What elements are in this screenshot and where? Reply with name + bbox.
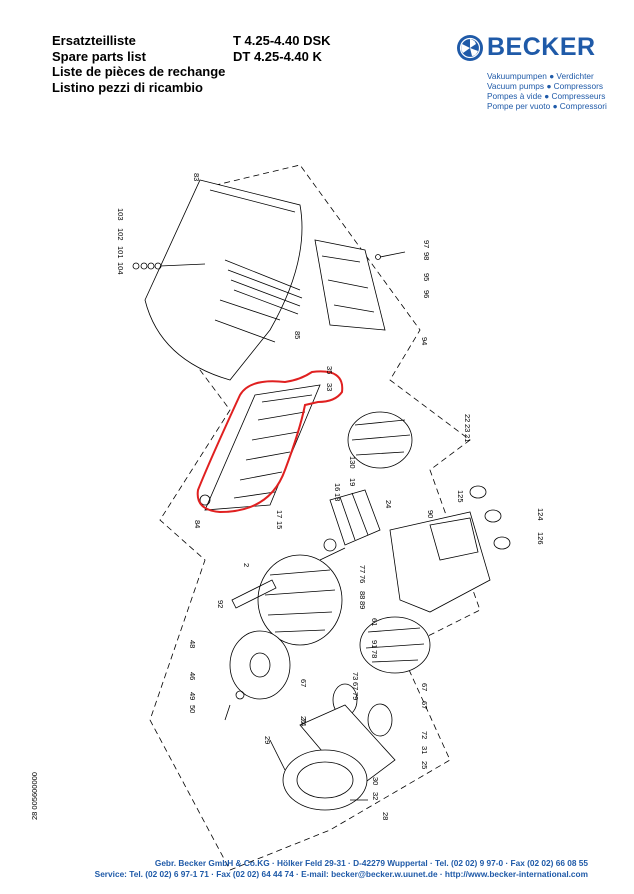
part-number-label: 25 bbox=[420, 761, 429, 769]
part-number-label: 88 bbox=[358, 591, 367, 599]
part-number-label: 31 bbox=[420, 746, 429, 754]
tagline-en: Vacuum pumps ● Compressors bbox=[487, 81, 603, 91]
becker-fan-logo-icon bbox=[457, 35, 483, 61]
part-number-label: 15 bbox=[275, 521, 284, 529]
title-en: Spare parts list bbox=[52, 48, 146, 64]
part-number-label: 2 bbox=[242, 563, 251, 567]
part-number-label: 76 bbox=[358, 575, 367, 583]
part-number-label: 103 bbox=[116, 208, 125, 221]
part-number-label: 25 bbox=[299, 716, 308, 724]
part-number-label: 90 bbox=[426, 510, 435, 518]
part-number-label: 130 bbox=[348, 456, 357, 469]
part-number-label: 67 bbox=[420, 683, 429, 691]
part-number-label: 124 bbox=[536, 508, 545, 521]
part-number-label: 16 bbox=[333, 483, 342, 491]
title-de: Ersatzteilliste bbox=[52, 33, 136, 48]
part-number-label: 92 bbox=[216, 600, 225, 608]
part-number-label: 29 bbox=[263, 736, 272, 744]
part-number-label: 77 bbox=[358, 565, 367, 573]
part-number-label: 73 bbox=[351, 672, 360, 680]
title-fr: Liste de pièces de rechange bbox=[52, 64, 226, 79]
part-number-label: 78 bbox=[370, 650, 379, 658]
footer: Gebr. Becker GmbH & Co.KG · Hölker Feld … bbox=[0, 858, 634, 880]
tagline-fr: Pompes à vide ● Compresseurs bbox=[487, 91, 606, 101]
part-number-label: 94 bbox=[420, 337, 429, 345]
part-number-label: 91 bbox=[370, 640, 379, 648]
part-number-label: 17 bbox=[275, 510, 284, 518]
tagline-de: Vakuumpumpen ● Verdichter bbox=[487, 71, 594, 81]
part-number-label: 21 bbox=[463, 434, 472, 442]
title-it: Listino pezzi di ricambio bbox=[52, 79, 203, 95]
part-number-label: 49 bbox=[188, 692, 197, 700]
part-number-label: 125 bbox=[456, 490, 465, 503]
part-number-label: 33 bbox=[325, 383, 334, 391]
part-number-label: 67 bbox=[420, 701, 429, 709]
model-numbers: T 4.25-4.40 DSK DT 4.25-4.40 K bbox=[233, 33, 331, 64]
part-number-label: 102 bbox=[116, 228, 125, 241]
part-number-label: 61 bbox=[370, 618, 379, 626]
part-number-label: 97 bbox=[422, 240, 431, 248]
part-number-label: 72 bbox=[420, 731, 429, 739]
brand-name: BECKER bbox=[487, 33, 596, 61]
part-number-label: 32 bbox=[371, 792, 380, 800]
part-number-label: 84 bbox=[193, 520, 202, 528]
part-number-label: 67 bbox=[299, 679, 308, 687]
part-number-label: 101 bbox=[116, 246, 125, 259]
highlight-filter-33 bbox=[196, 370, 344, 514]
part-number-label: 24 bbox=[384, 500, 393, 508]
model-1: T 4.25-4.40 DSK bbox=[233, 33, 331, 48]
part-number-label: 50 bbox=[188, 705, 197, 713]
footer-address: Gebr. Becker GmbH & Co.KG · Hölker Feld … bbox=[154, 858, 588, 868]
part-number-label: 30 bbox=[371, 777, 380, 785]
part-number-label: 19 bbox=[348, 478, 357, 486]
part-number-label: 67 bbox=[351, 682, 360, 690]
part-number-label: 35 bbox=[325, 366, 334, 374]
part-number-label: 96 bbox=[422, 290, 431, 298]
part-number-label: 83 bbox=[192, 173, 201, 181]
part-number-label: 46 bbox=[188, 672, 197, 680]
model-2: DT 4.25-4.40 K bbox=[233, 48, 322, 64]
part-number-label: 126 bbox=[536, 532, 545, 545]
part-number-label: 85 bbox=[293, 331, 302, 339]
part-number-label: 79 bbox=[351, 692, 360, 700]
part-number-label: 22 bbox=[463, 414, 472, 422]
part-number-label: 48 bbox=[188, 640, 197, 648]
part-number-label: 89 bbox=[358, 601, 367, 609]
part-number-label: 18 bbox=[333, 493, 342, 501]
brand-tagline: Vakuumpumpen ● Verdichter Vacuum pumps ●… bbox=[487, 71, 607, 111]
part-number-label: 104 bbox=[116, 262, 125, 275]
part-number-label: 95 bbox=[422, 273, 431, 281]
tagline-it: Pompe per vuoto ● Compressori bbox=[487, 101, 607, 111]
part-number-label: 98 bbox=[422, 252, 431, 260]
part-number-label: 28 bbox=[381, 812, 390, 820]
document-titles: Ersatzteilliste Spare parts list Liste d… bbox=[52, 33, 225, 95]
part-number-label: 23 bbox=[463, 424, 472, 432]
part-number-label: 74 bbox=[299, 718, 308, 726]
footer-service: Service: Tel. (02 02) 6 97-1 71 · Fax (0… bbox=[94, 869, 588, 879]
